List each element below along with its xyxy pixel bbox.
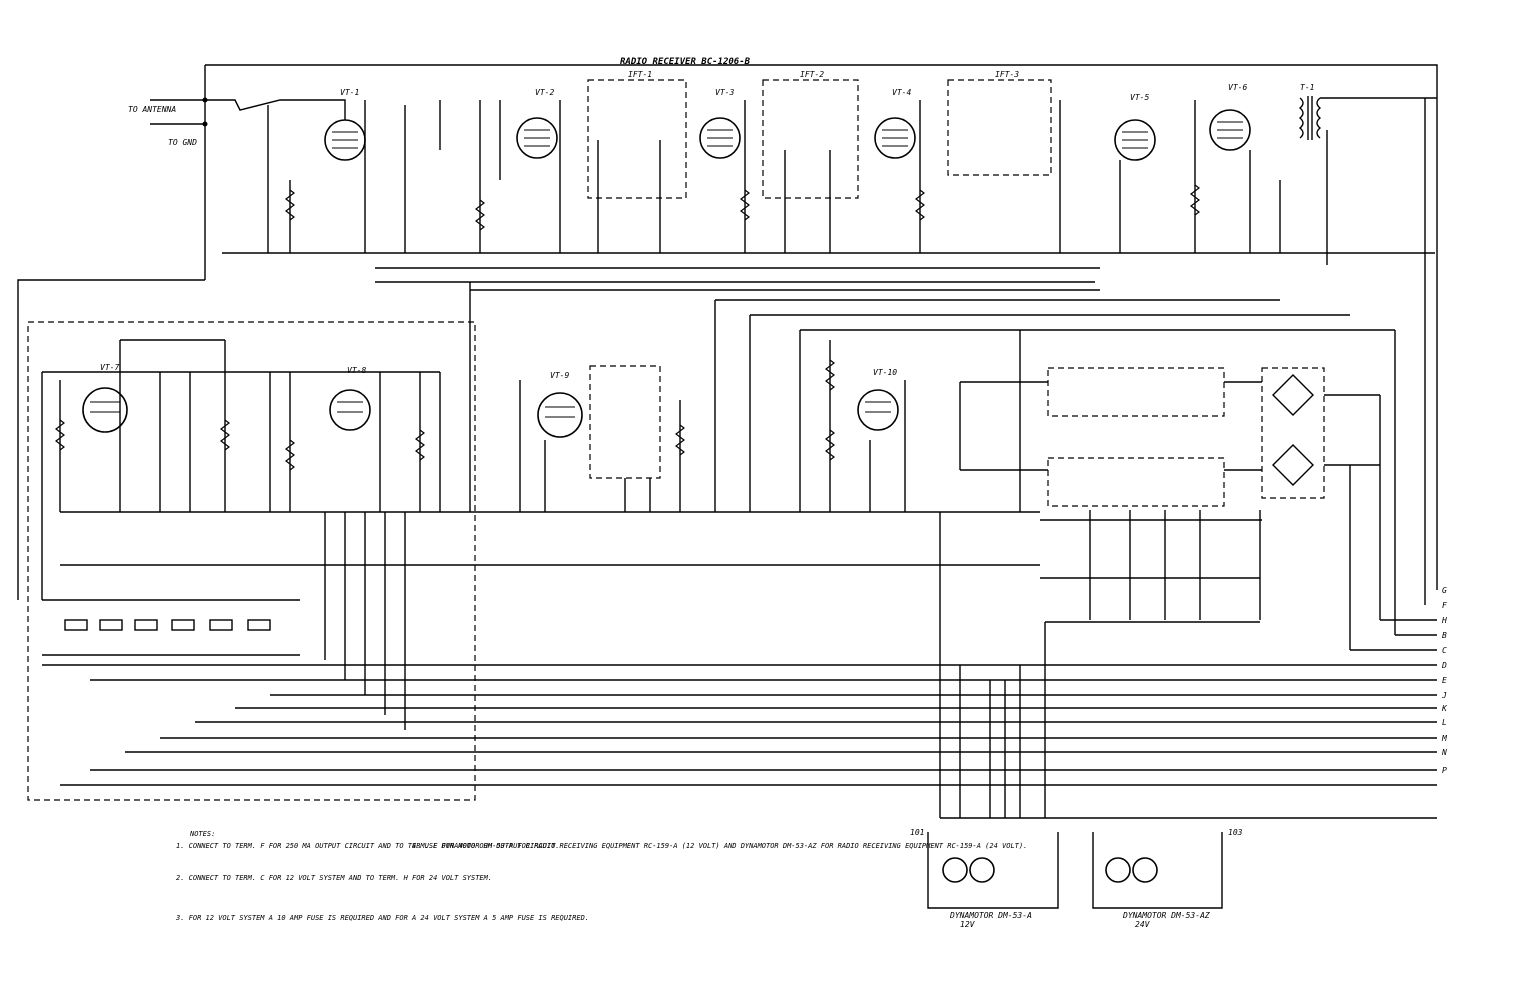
svg-text:C: C — [1442, 646, 1447, 655]
dynamotor-2-sub: 24V — [1135, 920, 1151, 929]
dynamotor-1: 101 DYNAMOTOR DM-53-A 12V — [910, 828, 1059, 929]
tube-vt7-label: VT-7 — [100, 363, 119, 372]
terminal-strip — [42, 98, 1437, 819]
dynamotor-2: 103 DYNAMOTOR DM-53-AZ 24V — [1092, 828, 1243, 929]
middle-stage-wiring — [519, 300, 906, 512]
tube-vt10-label: VT-10 — [873, 368, 897, 377]
tube-vt7: VT-7 — [82, 363, 128, 433]
note-2: 2. CONNECT TO TERM. C FOR 12 VOLT SYSTEM… — [176, 874, 492, 882]
tube-vt4-label: VT-4 — [892, 88, 911, 97]
control-unit-wiring — [41, 282, 471, 600]
svg-text:B: B — [1442, 631, 1447, 640]
middle-transformer-can — [589, 365, 661, 479]
svg-text:M: M — [1441, 734, 1448, 743]
tube-vt9-label: VT-9 — [550, 371, 569, 380]
dynamotor-leads — [939, 512, 1046, 818]
notes-heading: NOTES: — [189, 830, 215, 838]
note-1: 1. CONNECT TO TERM. F FOR 250 MA OUTPUT … — [176, 842, 560, 850]
upper-stage-wiring — [205, 99, 1328, 265]
dynamotor-2-ref: 103 — [1228, 828, 1243, 837]
svg-text:K: K — [1441, 704, 1448, 713]
svg-text:J: J — [1441, 691, 1447, 700]
tube-vt6: VT-6 — [1209, 83, 1251, 151]
tube-vt10: VT-10 — [857, 368, 899, 431]
dynamotor-2-label: DYNAMOTOR DM-53-AZ — [1122, 911, 1210, 920]
ift2-label: IFT-2 — [800, 70, 824, 79]
svg-text:P: P — [1442, 766, 1447, 775]
filter-bridge-section — [959, 330, 1380, 521]
svg-text:D: D — [1441, 661, 1447, 670]
tube-vt2-label: VT-2 — [535, 88, 554, 97]
antenna-label: TO ANTENNA — [128, 105, 176, 114]
output-transformer-label: T-1 — [1300, 83, 1314, 92]
tube-vt5-label: VT-5 — [1130, 93, 1149, 102]
tube-vt3: VT-3 — [699, 88, 741, 159]
diagram-title: RADIO RECEIVER BC-1206-B — [620, 57, 751, 67]
terminal-letters: G F H B C D E J K L M N P — [1441, 586, 1448, 775]
relay-bank — [42, 512, 406, 730]
note-3: 3. FOR 12 VOLT SYSTEM A 10 AMP FUSE IS R… — [175, 914, 589, 922]
note-4: 4. USE DYNAMOTOR DM-53-A FOR RADIO RECEI… — [412, 842, 1027, 850]
tube-vt3-label: VT-3 — [715, 88, 734, 97]
ift3-label: IFT-3 — [995, 70, 1019, 79]
svg-text:F: F — [1442, 601, 1447, 610]
tube-vt5: VT-5 — [1114, 93, 1156, 161]
tube-vt1-label: VT-1 — [340, 88, 359, 97]
tube-vt1: VT-1 — [324, 88, 366, 161]
ift1-label: IFT-1 — [628, 70, 652, 79]
svg-text:E: E — [1442, 676, 1447, 685]
svg-text:L: L — [1442, 718, 1447, 727]
dynamotor-1-label: DYNAMOTOR DM-53-A — [949, 911, 1032, 920]
svg-text:G: G — [1442, 586, 1447, 595]
control-unit-outline — [27, 321, 476, 801]
tube-vt9: VT-9 — [537, 371, 583, 438]
dynamotor-1-ref: 101 — [910, 828, 924, 837]
tube-vt4: VT-4 — [874, 88, 916, 159]
receiver-chassis-outline — [17, 64, 1438, 600]
upper-bus-lines — [60, 252, 1435, 566]
notes-block: NOTES: 1. CONNECT TO TERM. F FOR 250 MA … — [175, 830, 1027, 922]
svg-text:H: H — [1441, 616, 1447, 625]
output-transformer: T-1 — [1298, 83, 1437, 140]
tube-vt2: VT-2 — [516, 88, 558, 159]
tube-vt6-label: VT-6 — [1228, 83, 1247, 92]
tube-vt8: VT-8 — [329, 366, 371, 431]
ground-label: TO GND — [168, 138, 197, 147]
lower-switch-network — [1040, 510, 1261, 623]
tube-vt8-label: VT-8 — [347, 366, 366, 375]
dynamotor-1-sub: 12V — [960, 920, 976, 929]
antenna-input: TO ANTENNA TO GND — [128, 97, 208, 147]
svg-text:N: N — [1441, 748, 1447, 757]
if-transformer-cans: IFT-1 IFT-2 IFT-3 — [587, 70, 1052, 199]
